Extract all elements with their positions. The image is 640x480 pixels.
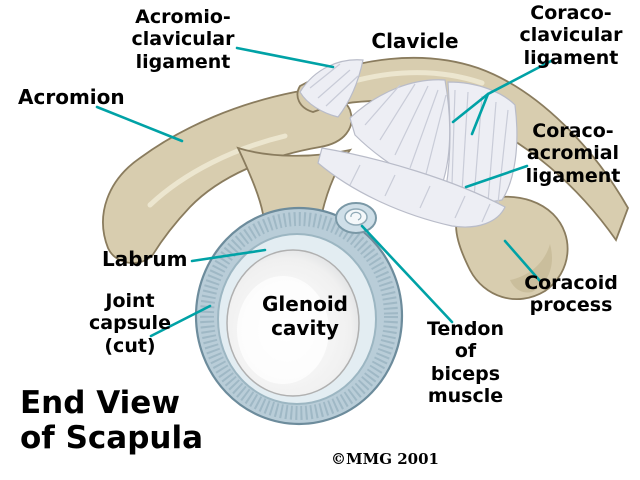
coracoacromial-ligament-shape [317, 147, 506, 228]
leader-labrum [190, 248, 267, 263]
figure-title: End View of Scapula [20, 385, 204, 456]
acromioclavicular-ligament-fibers [309, 63, 359, 107]
leader-coracoacromial [464, 164, 529, 189]
leader-joint-capsule [149, 304, 212, 338]
label-tendon-of-biceps: Tendon of biceps muscle [426, 318, 505, 408]
glenoid-highlight [237, 276, 329, 384]
coracoacromial-ligament-fibers [349, 164, 491, 223]
label-acromion: Acromion [18, 85, 125, 109]
tendon-curl [350, 211, 362, 221]
label-coracoclavicular-ligament: Coraco- clavicular ligament [519, 2, 623, 69]
leader-tendon [360, 224, 454, 324]
copyright-notice: ©MMG 2001 [331, 450, 439, 468]
clavicular-ligament-fibers [364, 83, 447, 179]
label-joint-capsule: Joint capsule (cut) [89, 290, 171, 357]
leader-coracoclavicular-branch [470, 92, 490, 136]
coracoid-shade [510, 244, 552, 293]
leader-acromioclavicular [235, 46, 335, 69]
label-labrum: Labrum [102, 247, 188, 271]
acromion-highlight [147, 133, 288, 208]
label-coracoid-process: Coracoid process [524, 272, 618, 317]
capsule-texture [200, 212, 398, 420]
biceps-tendon-shape [344, 208, 368, 226]
label-acromioclavicular-ligament: Acromio- clavicular ligament [131, 6, 235, 73]
label-glenoid-cavity: Glenoid cavity [262, 292, 348, 340]
acromioclavicular-ligament-shape [299, 59, 364, 118]
label-coracoacromial-ligament: Coraco- acromial ligament [525, 120, 621, 187]
leader-coracoid [503, 239, 542, 283]
label-clavicle: Clavicle [371, 29, 459, 53]
leader-acromion [95, 105, 184, 143]
